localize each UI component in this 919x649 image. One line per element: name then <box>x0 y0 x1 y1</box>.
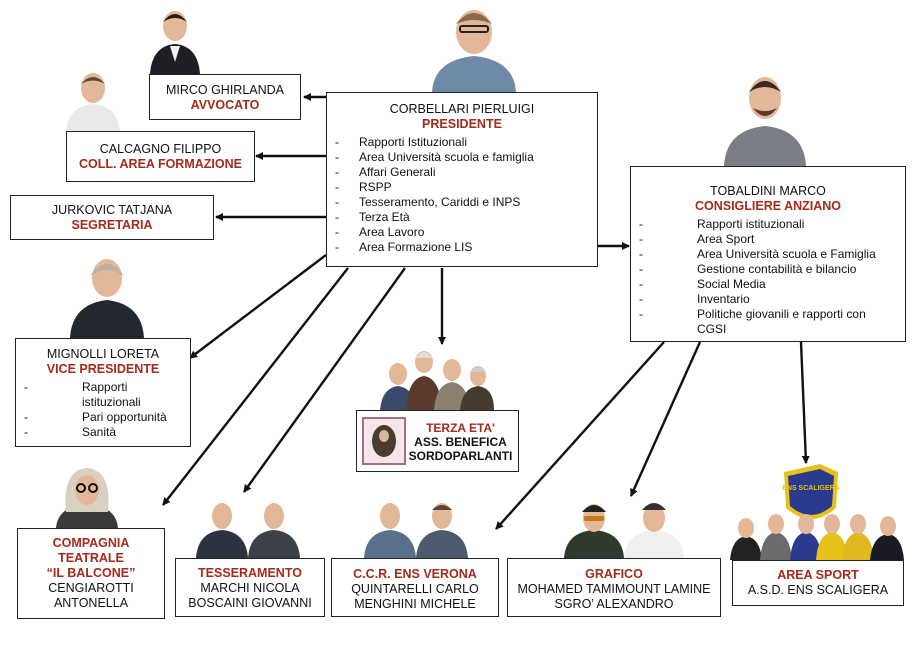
photo-tesseramento-group <box>196 503 300 558</box>
ccr-name: QUINTARELLI CARLO <box>351 582 479 596</box>
compagnia-role-line: TEATRALE <box>58 551 124 565</box>
grafico-name: SGRO’ ALEXANDRO <box>554 597 674 611</box>
presidente-role: PRESIDENTE <box>422 117 502 131</box>
consigliere-box: TOBALDINI MARCO CONSIGLIERE ANZIANO Rapp… <box>630 166 906 342</box>
terza-eta-logo-icon <box>362 417 406 465</box>
terza-eta-line2: SORDOPARLANTI <box>408 449 513 463</box>
list-item: Area Lavoro <box>327 225 597 240</box>
presidente-box: CORBELLARI PIERLUIGI PRESIDENTE Rapporti… <box>326 92 598 267</box>
list-item: Politiche giovanili e rapporti con CGSI <box>631 307 905 337</box>
consigliere-name: TOBALDINI MARCO <box>710 184 826 198</box>
list-item: Inventario <box>631 292 905 307</box>
list-item: Gestione contabilità e bilancio <box>631 262 905 277</box>
compagnia-name-line: ANTONELLA <box>53 596 129 610</box>
list-item: Pari opportunità <box>16 410 190 425</box>
list-item: Area Sport <box>631 232 905 247</box>
list-item: Area Università scuola e Famiglia <box>631 247 905 262</box>
arrow-to-ccr <box>495 341 665 530</box>
arrow-to-vice <box>189 254 327 359</box>
grafico-name: MOHAMED TAMIMOUNT LAMINE <box>517 582 711 596</box>
arrow-to-compagnia <box>162 267 349 506</box>
compagnia-name-line: CENGIAROTTI <box>48 581 134 595</box>
avvocato-box: MIRCO GHIRLANDA AVVOCATO <box>149 74 301 120</box>
consigliere-duties: Rapporti istituzionali Area Sport Area U… <box>631 217 905 337</box>
ccr-name: MENGHINI MICHELE <box>354 597 476 611</box>
terza-eta-role: TERZA ETA' <box>426 421 495 435</box>
photo-avvocato <box>150 11 200 74</box>
list-item: Sanità <box>16 425 190 440</box>
arrow-to-tesseramento <box>243 267 406 493</box>
list-item: Area Università scuola e famiglia <box>327 150 597 165</box>
vice-box: MIGNOLLI LORETA VICE PRESIDENTE Rapporti… <box>15 338 191 447</box>
ens-scaligera-logo-icon: ENS SCALIGERA <box>782 464 840 519</box>
photo-sport-group: ENS SCALIGERA <box>730 464 904 560</box>
avvocato-role: AVVOCATO <box>190 98 260 112</box>
vice-role: VICE PRESIDENTE <box>46 362 160 376</box>
list-item: Area Formazione LIS <box>327 240 597 255</box>
photo-ccr-group <box>364 503 468 558</box>
list-item: Rapporti Istituzionali <box>327 135 597 150</box>
sport-role: AREA SPORT <box>777 568 859 582</box>
grafico-box: GRAFICO MOHAMED TAMIMOUNT LAMINE SGRO’ A… <box>507 558 721 617</box>
photo-compagnia <box>56 468 118 528</box>
sport-name: A.S.D. ENS SCALIGERA <box>747 583 889 597</box>
list-item: Social Media <box>631 277 905 292</box>
vice-name: MIGNOLLI LORETA <box>46 347 160 361</box>
photo-terza-eta-group <box>380 351 494 410</box>
arrow-to-sport <box>799 341 810 464</box>
photo-consigliere <box>724 77 806 166</box>
vice-duties: Rapporti istituzionali Pari opportunità … <box>16 380 190 440</box>
compagnia-role-line: COMPAGNIA <box>52 536 130 550</box>
segretaria-role: SEGRETARIA <box>71 218 153 232</box>
list-item: Terza Età <box>327 210 597 225</box>
photo-vice <box>70 259 144 338</box>
consigliere-role: CONSIGLIERE ANZIANO <box>694 199 842 213</box>
photo-formazione <box>66 73 120 132</box>
tesseramento-role: TESSERAMENTO <box>198 566 302 580</box>
tesseramento-name: MARCHI NICOLA <box>200 581 300 595</box>
formazione-box: CALCAGNO FILIPPO COLL. AREA FORMAZIONE <box>66 131 255 182</box>
terza-eta-line1: ASS. BENEFICA <box>414 435 507 449</box>
arrow-to-grafico <box>629 341 702 497</box>
compagnia-role-line: “IL BALCONE” <box>46 566 136 580</box>
tesseramento-box: TESSERAMENTO MARCHI NICOLA BOSCAINI GIOV… <box>175 558 325 617</box>
presidente-name: CORBELLARI PIERLUIGI <box>389 102 535 116</box>
ccr-box: C.C.R. ENS VERONA QUINTARELLI CARLO MENG… <box>331 558 499 617</box>
compagnia-box: COMPAGNIA TEATRALE “IL BALCONE” CENGIARO… <box>17 528 165 619</box>
formazione-role: COLL. AREA FORMAZIONE <box>79 157 242 171</box>
list-item: RSPP <box>327 180 597 195</box>
presidente-duties: Rapporti Istituzionali Area Università s… <box>327 135 597 255</box>
list-item: Rapporti istituzionali <box>631 217 905 232</box>
segretaria-box: JURKOVIC TATJANA SEGRETARIA <box>10 195 214 240</box>
formazione-name: CALCAGNO FILIPPO <box>99 142 222 156</box>
logo-text: ENS SCALIGERA <box>782 485 840 492</box>
avvocato-name: MIRCO GHIRLANDA <box>165 83 285 97</box>
list-item: Affari Generali <box>327 165 597 180</box>
list-item: Tesseramento, Cariddi e INPS <box>327 195 597 210</box>
photo-presidente <box>432 10 516 92</box>
terza-eta-box: TERZA ETA' ASS. BENEFICA SORDOPARLANTI <box>356 410 519 472</box>
sport-box: AREA SPORT A.S.D. ENS SCALIGERA <box>732 560 904 606</box>
list-item: Rapporti istituzionali <box>16 380 190 410</box>
grafico-role: GRAFICO <box>585 567 643 581</box>
ccr-role: C.C.R. ENS VERONA <box>353 567 477 581</box>
tesseramento-name: BOSCAINI GIOVANNI <box>188 596 312 610</box>
photo-grafico-group <box>564 503 684 558</box>
segretaria-name: JURKOVIC TATJANA <box>51 203 173 217</box>
